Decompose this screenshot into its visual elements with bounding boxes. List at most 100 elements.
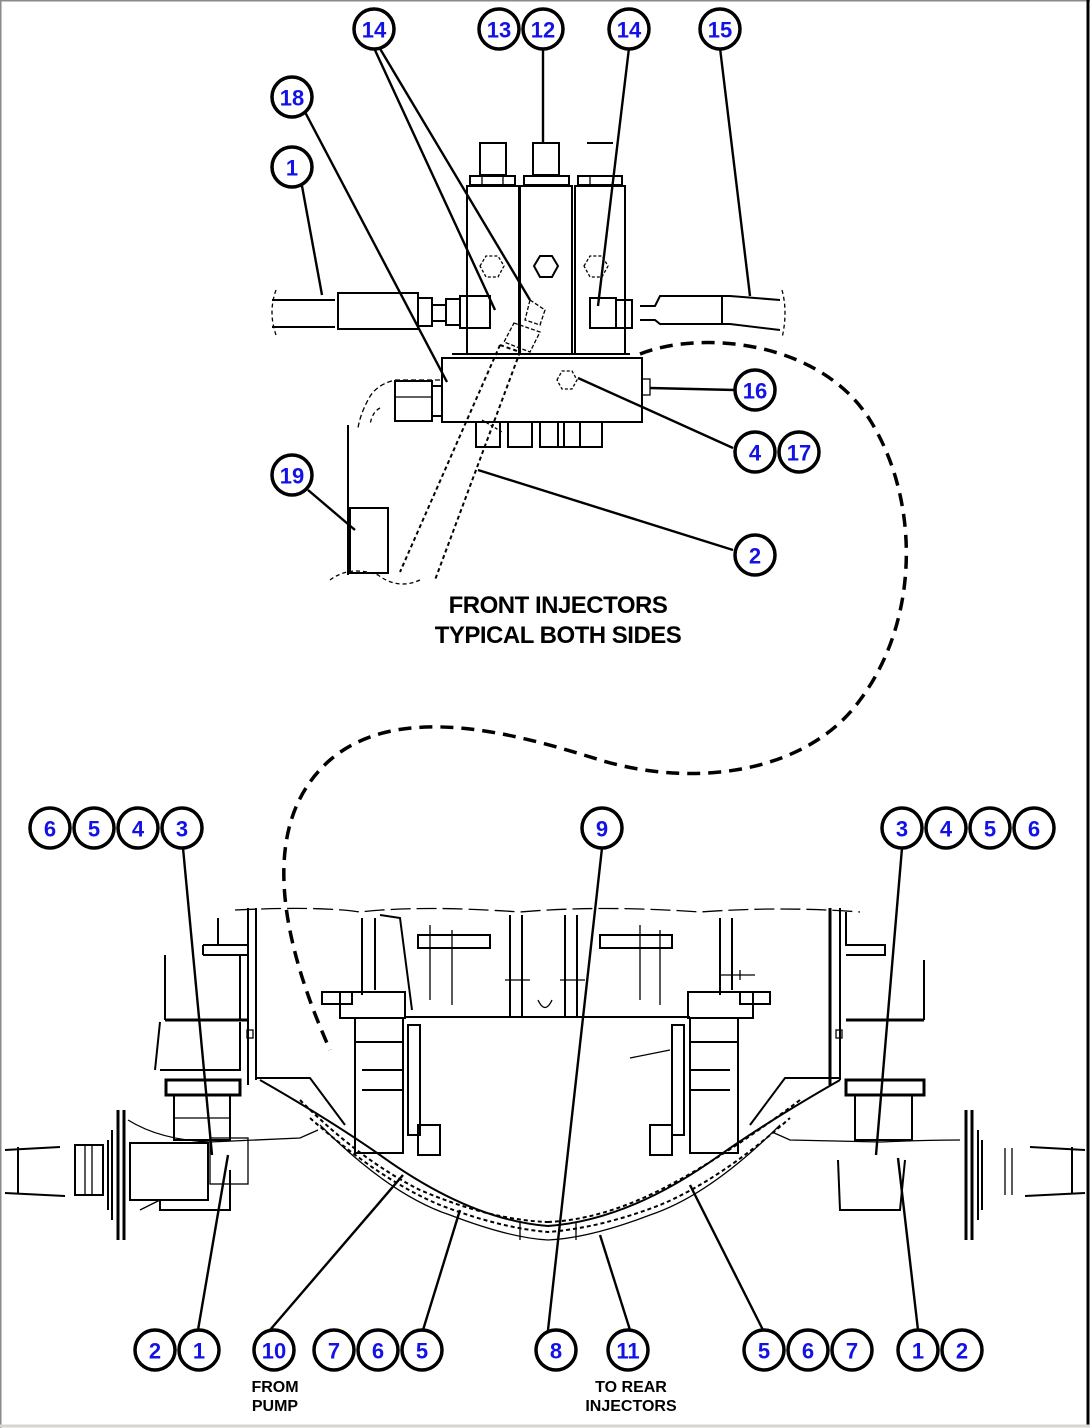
callout-number: 2 [956,1339,968,1364]
callout-c4-17: 4 17 [733,430,821,474]
callout-number: 6 [372,1339,384,1364]
callout-c2: 2 [733,533,777,577]
callout-number: 18 [280,86,304,111]
callout-number: 12 [531,18,555,43]
callout-number: 2 [749,544,761,569]
callout-balloon [733,368,777,412]
callout-balloon [1012,806,1056,850]
callout-number: 3 [176,817,188,842]
callout-r3456: 3 4 5 6 [880,806,1056,850]
callout-balloon [28,806,72,850]
callout-number: 1 [193,1339,205,1364]
callout-number: 5 [88,817,100,842]
axle-assembly-drawing [4,907,1086,1241]
callout-c14a: 14 [352,7,396,51]
callout-c18: 18 [270,75,314,119]
callout-number: 16 [743,379,767,404]
callout-number: 1 [912,1339,924,1364]
top-leader-lines [300,46,752,552]
callout-c1: 1 [270,145,314,189]
callout-number: 3 [896,817,908,842]
callout-balloon [580,806,624,850]
callout-number: 4 [132,817,145,842]
callout-b11: 11 [606,1328,650,1372]
callout-number: 11 [616,1339,639,1364]
caption-from: FROM [251,1379,298,1396]
callout-balloon [940,1328,984,1372]
callout-balloon [521,7,565,51]
callout-number: 10 [262,1339,286,1364]
callout-balloon [356,1328,400,1372]
callout-number: 6 [44,817,56,842]
callout-number: 4 [749,441,762,466]
callout-balloon [742,1328,786,1372]
caption-front-injectors: FRONT INJECTORS [449,592,668,619]
callout-balloon [312,1328,356,1372]
callout-number: 8 [550,1339,562,1364]
callout-number: 6 [1028,817,1040,842]
callout-balloon [177,1328,221,1372]
callout-balloon [733,533,777,577]
callout-c13-12: 13 12 [477,7,565,51]
callout-c15: 15 [698,7,742,51]
callout-balloon [116,806,160,850]
callout-number: 7 [328,1339,340,1364]
caption-injectors: INJECTORS [585,1398,677,1415]
injector-body-13 [466,142,520,355]
callout-balloon [133,1328,177,1372]
callout-number: 14 [362,18,387,43]
callout-balloon [896,1328,940,1372]
callout-number: 5 [758,1339,770,1364]
callout-balloon [270,75,314,119]
callout-number: 13 [487,18,511,43]
callout-l6543: 6 5 4 3 [28,806,204,850]
callout-c19: 19 [270,453,314,497]
callout-b567: 5 6 7 [742,1328,874,1372]
callout-balloon [880,806,924,850]
callout-number: 6 [802,1339,814,1364]
callout-b10: 10 [252,1328,296,1372]
caption-to-rear: TO REAR [595,1379,667,1396]
callout-balloon [607,7,651,51]
callout-balloon [252,1328,296,1372]
callout-number: 17 [787,441,811,466]
injector-body-14 [574,142,626,355]
callout-number: 4 [940,817,953,842]
callout-number: 5 [416,1339,428,1364]
callout-number: 2 [149,1339,161,1364]
callout-balloon [698,7,742,51]
callout-balloon [606,1328,650,1372]
callout-number: 1 [286,156,298,181]
callout-balloon [270,453,314,497]
callout-balloon [968,806,1012,850]
callout-b765: 7 6 5 [312,1328,444,1372]
callout-number: 9 [596,817,608,842]
caption-typical-both-sides: TYPICAL BOTH SIDES [435,622,682,649]
callout-balloon [400,1328,444,1372]
callout-number: 14 [617,18,642,43]
callout-balloon [270,145,314,189]
callout-balloon [477,7,521,51]
callout-balloon [924,806,968,850]
callout-balloon [830,1328,874,1372]
callout-c14b: 14 [607,7,651,51]
injector-manifold-drawing [271,142,786,585]
callout-number: 5 [984,817,996,842]
caption-pump: PUMP [252,1398,299,1415]
callout-number: 7 [846,1339,858,1364]
detail-callout-loop [282,340,908,1051]
callout-b8: 8 [534,1328,578,1372]
callout-c16: 16 [733,368,777,412]
callout-balloon [72,806,116,850]
callout-number: 15 [708,18,732,43]
callout-balloon [777,430,821,474]
callout-number: 19 [280,464,304,489]
callout-balloon [733,430,777,474]
callout-balloon [786,1328,830,1372]
callout-balloon [352,7,396,51]
